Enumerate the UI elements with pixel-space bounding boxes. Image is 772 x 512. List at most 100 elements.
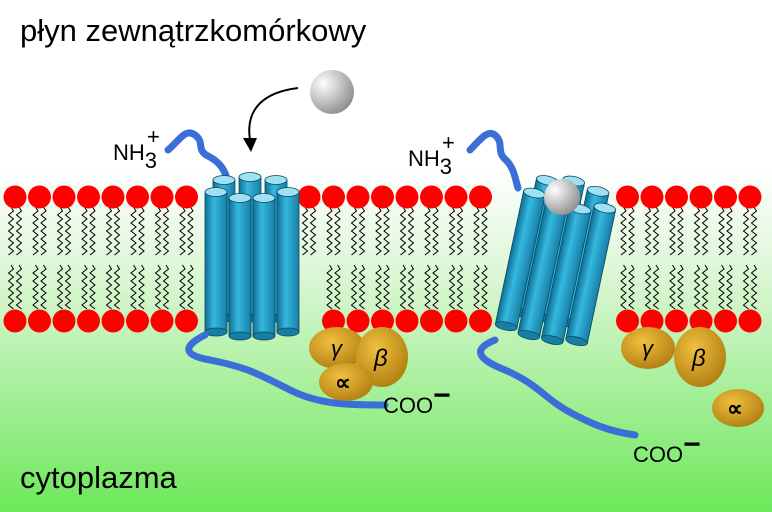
lipid-head (322, 185, 345, 209)
lipid-tail (138, 264, 145, 310)
lipid-tail (179, 264, 186, 310)
lipid-tail (742, 264, 750, 310)
lipid-tail (326, 264, 333, 310)
lipid-head (469, 185, 492, 209)
protein-helix (494, 187, 546, 332)
lipid-tail (448, 206, 456, 256)
gamma-subunit-label: γ (331, 336, 344, 361)
lipid-tail (358, 264, 366, 310)
lipid-tail (718, 206, 725, 256)
lipid-tail (375, 206, 382, 256)
lipid-tail (187, 206, 194, 256)
lipid-tail (162, 206, 170, 256)
lipid-head (77, 185, 100, 209)
lipid-tail (652, 264, 660, 310)
lipid-head (420, 185, 443, 209)
lipid-head (3, 309, 27, 333)
lipid-tail (383, 206, 390, 256)
lipid-tail (424, 206, 431, 256)
lipid-head (420, 309, 443, 333)
lipid-tail (358, 206, 366, 256)
lipid-tail (677, 206, 684, 256)
lipid-tail (456, 206, 464, 256)
c-terminus-label-1: COO− (383, 379, 451, 418)
lipid-tail (424, 264, 431, 310)
ion-channel-open (204, 172, 300, 341)
protein-helix (252, 193, 276, 341)
lipid-tail (187, 264, 194, 310)
lipid-tail (32, 206, 39, 256)
lipid-tail (701, 206, 709, 256)
lipid-head (665, 185, 688, 209)
lipid-tail (113, 206, 121, 256)
lipid-tail (432, 206, 439, 256)
lipid-head (689, 309, 713, 333)
lipid-tail (407, 206, 415, 256)
lipid-tail (15, 264, 23, 310)
lipid-head (175, 185, 198, 209)
lipid-head (640, 185, 664, 209)
lipid-head (738, 185, 762, 209)
lipid-tail (375, 264, 382, 310)
lipid-head (150, 309, 174, 333)
lipid-head (714, 185, 737, 209)
lipid-tail (81, 264, 88, 310)
lipid-head (616, 185, 639, 209)
lipid-tail (620, 206, 627, 256)
c-terminus-chain-2 (477, 336, 639, 439)
lipid-tail (105, 264, 113, 310)
lipid-head (346, 309, 370, 333)
lipid-tail (130, 264, 137, 310)
lipid-head (371, 185, 394, 209)
n-terminus-label-1: NH3+ (113, 124, 160, 173)
lipid-head (126, 309, 149, 333)
lipid-tail (326, 206, 333, 256)
lipid-tail (89, 264, 96, 310)
alpha-subunit-label: ∝ (727, 396, 743, 421)
gamma-subunit-label: γ (642, 336, 655, 361)
lipid-tail (15, 206, 23, 256)
alpha-subunit-label: ∝ (335, 370, 351, 395)
lipid-tail (750, 264, 758, 310)
subunits-2: γ β ∝ (621, 327, 764, 427)
lipid-tail (693, 206, 701, 256)
lipid-head (444, 309, 468, 333)
lipid-head (371, 309, 394, 333)
ion-ball-blocking (544, 179, 580, 215)
lipid-tail (399, 206, 407, 256)
lipid-head (126, 185, 149, 209)
lipid-head (77, 309, 100, 333)
lipid-tail (652, 206, 660, 256)
lipid-tail (628, 206, 635, 256)
protein-helix (276, 187, 300, 337)
lipid-head (3, 185, 27, 209)
lipid-tail (644, 264, 652, 310)
n-terminus-label-2: NH3+ (408, 130, 455, 179)
lipid-tail (179, 206, 186, 256)
lipid-head (52, 309, 76, 333)
lipid-tail (399, 264, 407, 310)
lipid-tail (301, 206, 309, 256)
lipid-tail (669, 206, 676, 256)
lipid-tail (7, 264, 15, 310)
lipid-tail (334, 264, 341, 310)
lipid-tail (64, 264, 72, 310)
lipid-tail (620, 264, 627, 310)
lipid-head (395, 185, 419, 209)
lipid-head (150, 185, 174, 209)
ion-channel-blocked (494, 175, 617, 347)
lipid-tail (726, 206, 733, 256)
lipid-head (322, 309, 345, 333)
lipid-tail (309, 206, 317, 256)
lipid-head (665, 309, 688, 333)
lipid-tail (81, 206, 88, 256)
lipid-head (297, 185, 321, 209)
lipid-tail (644, 206, 652, 256)
n-terminus-chain-1 (164, 129, 232, 186)
lipid-tail (162, 264, 170, 310)
lipid-head (52, 185, 76, 209)
lipid-tail (718, 264, 725, 310)
lipid-tail (473, 264, 480, 310)
